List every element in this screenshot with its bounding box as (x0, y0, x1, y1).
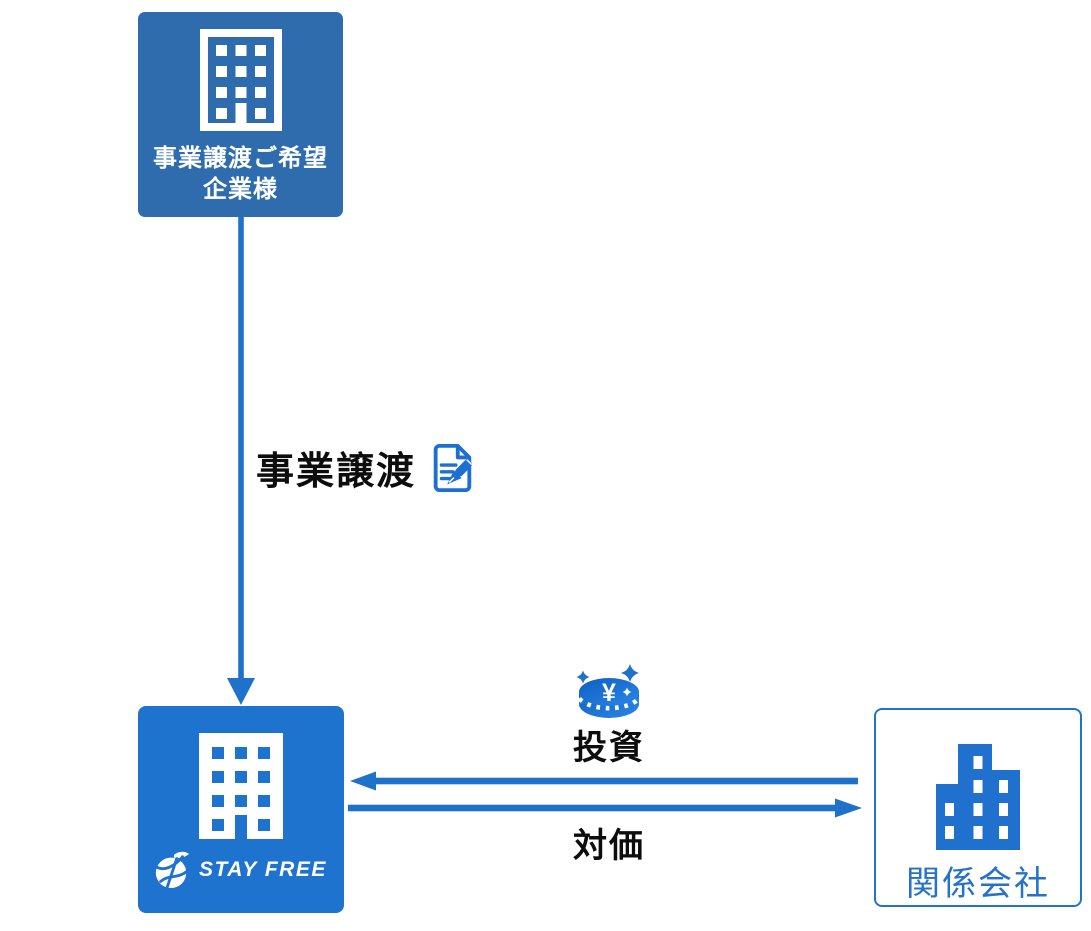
node-stayfree: STAY FREE (138, 706, 344, 913)
coin-yen-symbol: ¥ (602, 679, 616, 707)
node-transfer-company: 事業譲渡ご希望 企業様 (138, 12, 343, 217)
consideration-label-block: 対価 (553, 826, 665, 866)
investment-label-block: ¥ 投資 (553, 664, 665, 768)
transfer-edge-label: 事業譲渡 (256, 451, 417, 493)
transfer-arrow (227, 217, 255, 705)
consideration-edge-label: 対価 (573, 827, 645, 865)
stayfree-logo-text: STAY FREE (199, 858, 327, 881)
node-affiliate-label: 関係会社 (906, 865, 1050, 903)
stayfree-logo: STAY FREE (153, 850, 327, 890)
node-affiliate: 関係会社 (874, 708, 1082, 907)
coin-yen-icon: ¥ (576, 664, 641, 718)
building-solid-icon (199, 733, 283, 839)
consideration-arrow (348, 798, 862, 818)
stayfree-logo-icon (155, 851, 190, 889)
investment-arrow (350, 771, 858, 791)
building-outline-icon (199, 29, 282, 131)
city-buildings-icon (936, 744, 1020, 850)
node-transfer-company-label: 事業譲渡ご希望 企業様 (153, 143, 328, 205)
transfer-edge-label-row: 事業譲渡 (256, 440, 477, 495)
node-transfer-company-label-line1: 事業譲渡ご希望 (153, 145, 328, 172)
document-pen-icon (433, 443, 473, 492)
node-transfer-company-label-line2: 企業様 (203, 176, 278, 203)
investment-edge-label: 投資 (573, 729, 645, 767)
